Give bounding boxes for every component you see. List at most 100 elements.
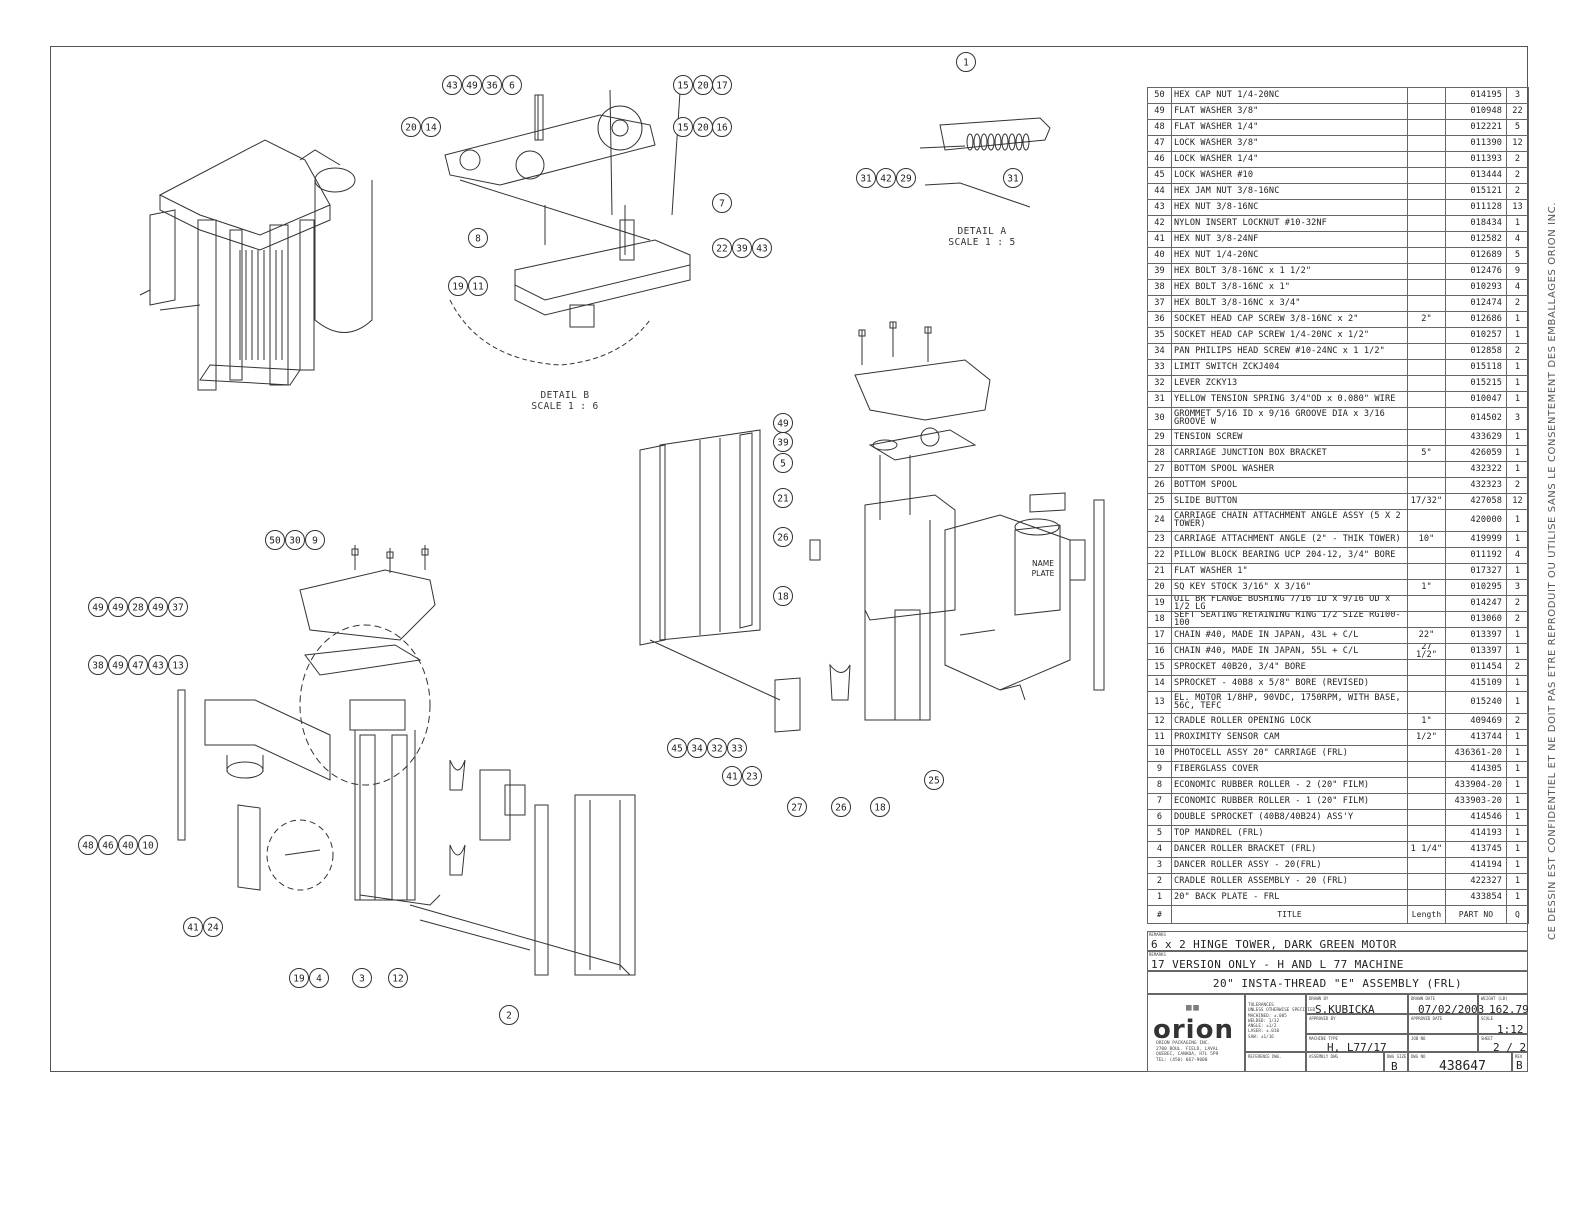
bom-cell-num: 39 [1147,263,1172,280]
leader [671,91,681,216]
bom-cell-num: 32 [1147,375,1172,392]
balloon-label: 4 [316,974,322,985]
remarks-line1: REMARKS 6 x 2 HINGE TOWER, DARK GREEN MO… [1147,931,1528,951]
drawing-title: 20" INSTA-THREAD "E" ASSEMBLY (FRL) [1147,971,1528,994]
bom-cell-num: 37 [1147,295,1172,312]
approved-by-label: APPROVED BY [1309,1016,1336,1021]
drive-plate [868,429,977,461]
balloon-circle [831,797,851,817]
balloon-circle [502,75,522,95]
rev-label: REV [1515,1054,1523,1059]
bom-cell-part: 015215 [1445,375,1507,392]
balloon-label: 45 [671,744,682,755]
remarks-caption: REMARKS [1149,932,1166,937]
roller-right [391,734,408,901]
bom-cell-length [1407,407,1446,430]
bom-header-row: # TITLE Length PART NO Q [1147,905,1529,924]
bom-cell-qty: 2 [1506,595,1529,612]
balloon-circle [773,432,793,452]
remarks-text-1: 6 x 2 HINGE TOWER, DARK GREEN MOTOR [1151,938,1397,951]
balloon-circle [712,75,732,95]
bom-cell-num: 7 [1147,793,1172,810]
spring-coil [1001,133,1009,151]
bom-cell-title: CARRIAGE ATTACHMENT ANGLE (2" - THIK TOW… [1171,531,1408,548]
balloon-label: 41 [187,923,199,934]
detail-a-ground [924,182,1031,208]
balloon-label: 20 [405,123,417,134]
bom-cell-length [1407,167,1446,184]
bom-cell-qty: 1 [1506,627,1529,644]
bom-header-qty: Q [1506,905,1529,924]
bom-cell-qty: 9 [1506,263,1529,280]
balloon-circle [707,738,727,758]
balloon-label: 29 [900,174,912,185]
rev-value: B [1516,1059,1523,1072]
bom-cell-num: 2 [1147,873,1172,890]
balloon-circle [956,52,976,72]
scale-cell: SCALE 1:12 [1478,1014,1528,1036]
bom-cell-num: 50 [1147,87,1172,104]
balloon-circle [388,968,408,988]
bom-cell-num: 14 [1147,675,1172,692]
bom-cell-part: 433903-20 [1445,793,1507,810]
bom-cell-qty: 1 [1506,563,1529,580]
balloon-circle [183,917,203,937]
balloon-circle [712,117,732,137]
bom-cell-num: 40 [1147,247,1172,264]
spool [449,844,466,876]
balloon-circle [482,75,502,95]
bom-cell-part: 015240 [1445,691,1507,714]
balloon-label: 40 [122,841,134,852]
bom-cell-part: 011128 [1445,199,1507,216]
dwg-size-label: DWG SIZE [1387,1054,1407,1059]
bom-cell-length [1407,343,1446,360]
balloon-label: 41 [726,772,738,783]
balloon-circle [1003,168,1023,188]
bom-cell-qty: 1 [1506,461,1529,478]
bom-cell-title: DANCER ROLLER ASSY - 20(FRL) [1171,857,1408,874]
reference-label: REFERENCE DWG. [1248,1054,1282,1059]
detail-a-scale: SCALE 1 : 5 [948,237,1016,248]
bom-cell-num: 38 [1147,279,1172,296]
bom-cell-length [1407,263,1446,280]
bom-cell-title: OIL BR FLANGE BUSHING 7/16 ID x 9/16 OD … [1171,595,1408,612]
drawn-by-value: S.KUBICKA [1315,1003,1375,1016]
detail-a-circle [266,819,334,891]
balloon-label: 22 [716,244,727,255]
balloon-label: 32 [711,744,722,755]
bom-cell-length [1407,151,1446,168]
bom-cell-part: 409469 [1445,713,1507,730]
balloon-label: 49 [112,603,124,614]
balloon-label: 9 [312,536,318,547]
approved-date-label: APPROVED DATE [1411,1016,1443,1021]
leader [609,89,613,216]
balloon-circle [78,835,98,855]
bom-cell-title: HEX NUT 1/4-20NC [1171,247,1408,264]
bom-cell-title: HEX JAM NUT 3/8-16NC [1171,183,1408,200]
bom-cell-qty: 4 [1506,279,1529,296]
balloon-circle [752,238,772,258]
bom-cell-qty: 1 [1506,889,1529,906]
balloon-label: 25 [928,776,939,787]
balloon-circle [108,597,128,617]
bom-cell-title: HEX BOLT 3/8-16NC x 1 1/2" [1171,263,1408,280]
bom-cell-num: 31 [1147,391,1172,408]
balloon-circle [401,117,421,137]
bom-cell-qty: 3 [1506,87,1529,104]
bom-cell-num: 29 [1147,429,1172,446]
balloon-label: 43 [152,661,163,672]
big-sprocket [597,105,643,151]
